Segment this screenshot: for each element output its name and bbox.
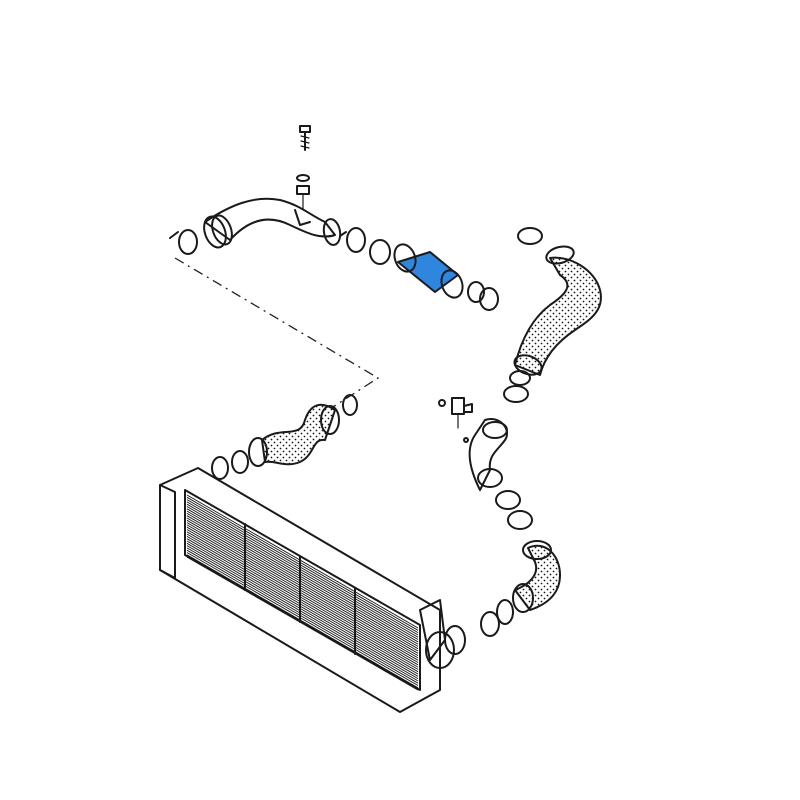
bolt-icon[interactable] — [299, 125, 311, 151]
fin-line — [186, 499, 419, 633]
fin-line — [186, 524, 419, 659]
lower-right-hose[interactable] — [480, 540, 561, 637]
fin-line — [186, 554, 419, 689]
fin-line — [186, 494, 419, 629]
fin-line — [186, 552, 419, 686]
fin-line — [186, 522, 419, 656]
fin-line — [186, 506, 419, 640]
fin-line — [186, 533, 419, 668]
fin-line — [186, 501, 419, 636]
fin-line — [186, 556, 419, 691]
fin-line — [186, 540, 419, 675]
fin-line — [186, 547, 419, 682]
fin-line — [186, 531, 419, 666]
radiator-icon[interactable] — [159, 467, 466, 713]
middle-elbow[interactable] — [468, 418, 533, 530]
leader-line — [174, 257, 380, 426]
fin-line — [186, 542, 419, 677]
fin-line — [186, 536, 419, 670]
fin-line — [186, 549, 419, 684]
fin-line — [186, 496, 419, 631]
fin-line — [186, 519, 419, 654]
sensor-icon[interactable] — [438, 397, 473, 443]
fin-line — [186, 503, 419, 638]
fin-line — [186, 515, 419, 650]
upper-intake-pipe[interactable] — [200, 197, 342, 251]
fin-line — [186, 545, 419, 679]
fin-line — [186, 529, 419, 663]
highlighted-connector-hose[interactable] — [391, 241, 499, 311]
right-upper-hose[interactable] — [503, 227, 602, 403]
fin-line — [186, 517, 419, 652]
fin-line — [186, 510, 419, 645]
fin-line — [186, 508, 419, 643]
fin-line — [186, 513, 419, 647]
fin-line — [186, 526, 419, 661]
clamp-icon[interactable] — [169, 227, 391, 265]
left-dotted-hose[interactable] — [211, 394, 358, 480]
fin-line — [186, 538, 419, 673]
